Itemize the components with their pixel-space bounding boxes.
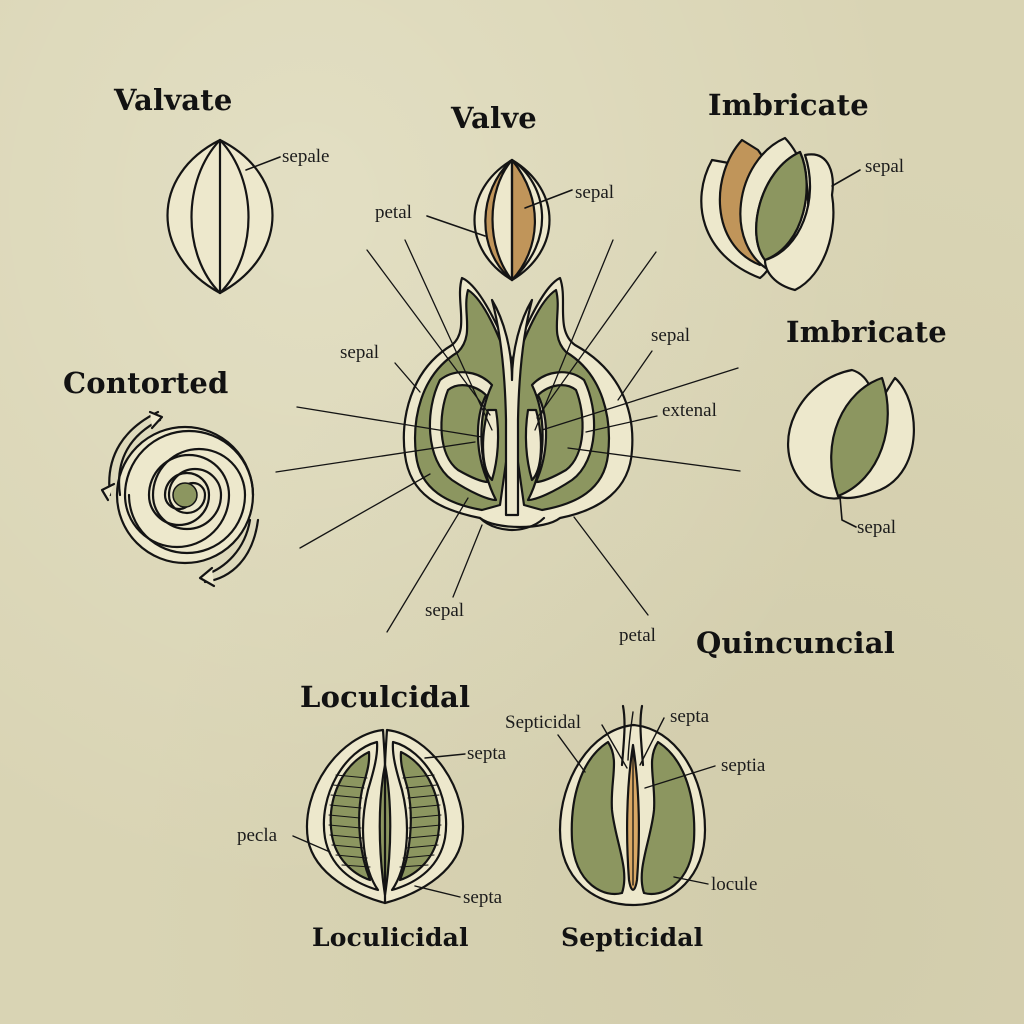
septicidal-label-septia: septia	[721, 755, 766, 776]
valvate-label-sepale: sepale	[282, 146, 330, 167]
imbricate-right-label-sepal: sepal	[857, 517, 897, 538]
contorted-spiral-illustration	[100, 410, 260, 588]
valve-label-petal: petal	[375, 202, 412, 223]
septicidal-label-locule: locule	[711, 874, 758, 895]
center-label-sepal-bottom: sepal	[425, 600, 465, 621]
loculcidal-title: Loculcidal	[300, 680, 471, 714]
valve-bud-illustration	[426, 158, 573, 282]
imbricate-bud-illustration-right	[786, 368, 915, 528]
loculicidal-capsule-illustration	[292, 728, 466, 905]
central-flower-section-illustration	[275, 239, 741, 633]
loculcidal-label-pecla: pecla	[237, 825, 278, 846]
loculcidal-label-septa-bottom: septa	[463, 887, 503, 908]
septicidal-label-septicidal: Septicidal	[505, 712, 581, 733]
contorted-title: Contorted	[63, 366, 229, 400]
valve-title: Valve	[451, 101, 537, 135]
center-label-extenal: extenal	[662, 400, 717, 421]
septicidal-title: Septicidal	[561, 923, 704, 952]
center-label-sepal-right: sepal	[651, 325, 691, 346]
loculcidal-label-septa-top: septa	[467, 743, 507, 764]
valve-label-sepal: sepal	[575, 182, 615, 203]
septicidal-label-septa: septa	[670, 706, 710, 727]
septicidal-capsule-illustration	[557, 704, 716, 907]
center-label-petal-bottom: petal	[619, 625, 656, 646]
valvate-title: Valvate	[114, 83, 233, 117]
imbricate-title-top: Imbricate	[708, 88, 869, 122]
center-label-sepal-left: sepal	[340, 342, 380, 363]
quincuncial-title: Quincuncial	[696, 626, 895, 660]
imbricate-title-right: Imbricate	[786, 315, 947, 349]
imbricate-bud-illustration-top	[700, 136, 861, 292]
imbricate-top-label-sepal: sepal	[865, 156, 905, 177]
loculicidal-title: Loculicidal	[312, 923, 469, 952]
valvate-bud-illustration	[166, 138, 281, 295]
